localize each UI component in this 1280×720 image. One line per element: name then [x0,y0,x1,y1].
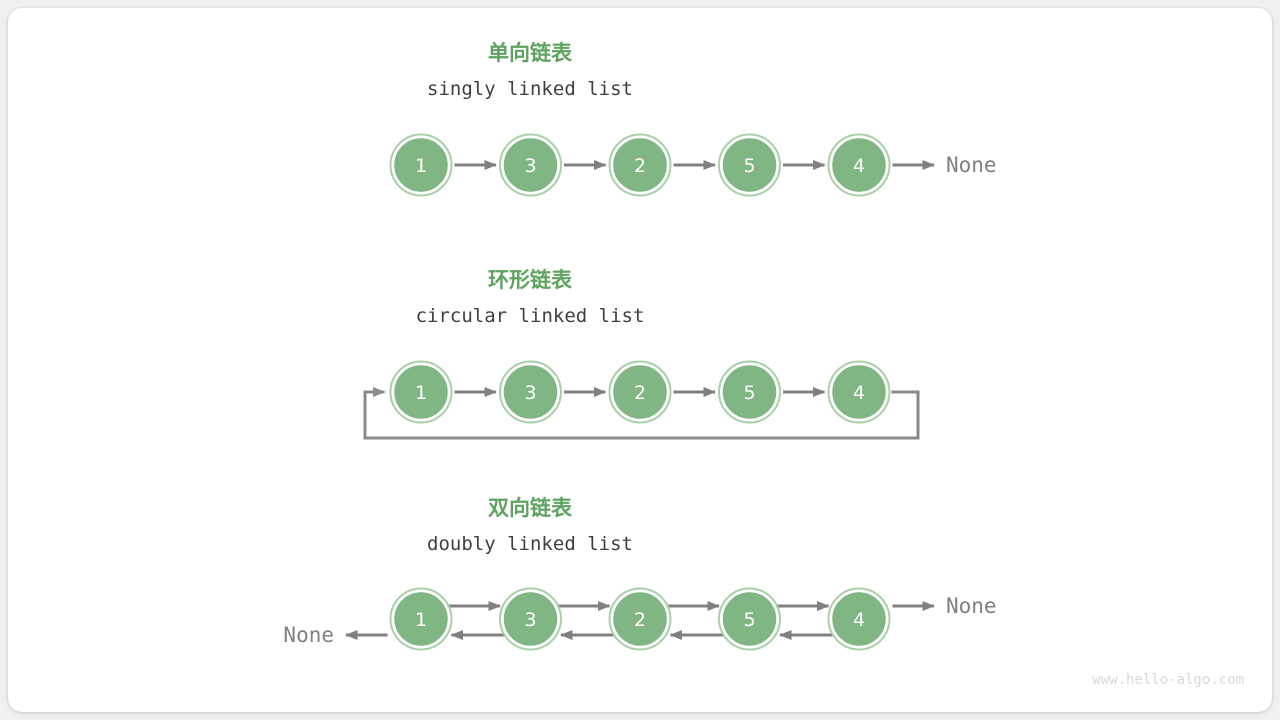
node-circle [391,135,451,195]
node-ring [827,133,891,197]
node-value-label: 4 [853,382,865,404]
node-value-label: 5 [743,155,755,177]
list-node[interactable]: 4 [827,587,891,651]
list-node[interactable]: 1 [389,133,453,197]
node-value-label: 3 [524,382,536,404]
node-circle [720,135,779,195]
node-circle [829,135,889,195]
node-ring [608,587,672,651]
node-ring [718,587,781,651]
list-node[interactable]: 2 [608,133,672,197]
node-ring [827,360,891,424]
list-node[interactable]: 1 [389,587,453,651]
node-ring [608,360,672,424]
watermark-label: www.hello-algo.com [1092,672,1244,688]
node-value-label: 2 [634,382,646,404]
node-value-label: 1 [415,382,427,404]
section-title-en: doubly linked list [427,533,633,555]
node-circle [501,589,560,649]
node-circle [610,135,670,195]
node-ring [389,133,453,197]
node-circle [391,589,451,649]
node-ring [827,587,891,651]
list-node[interactable]: 3 [499,133,562,197]
list-node[interactable]: 4 [827,133,891,197]
list-node[interactable]: 3 [499,587,562,651]
node-value-label: 5 [743,382,755,404]
list-node[interactable]: 1 [389,360,453,424]
node-value-label: 5 [743,609,755,631]
node-ring [389,587,453,651]
node-circle [501,362,560,422]
section-title-en: circular linked list [416,305,645,327]
loop-back-arrow [363,386,920,440]
node-value-label: 4 [853,155,865,177]
section-title-cn: 双向链表 [488,496,573,520]
tail-none-label: None [946,594,997,618]
node-value-label: 2 [634,609,646,631]
list-node[interactable]: 3 [499,360,562,424]
node-value-label: 2 [634,155,646,177]
node-circle [610,362,670,422]
node-value-label: 3 [524,609,536,631]
node-value-label: 3 [524,155,536,177]
list-node[interactable]: 5 [718,133,781,197]
node-ring [718,360,781,424]
node-ring [499,587,562,651]
tail-none-label: None [946,153,997,177]
node-ring [499,360,562,424]
node-circle [501,135,560,195]
node-ring [608,133,672,197]
node-circle [829,362,889,422]
node-circle [391,362,451,422]
node-value-label: 4 [853,609,865,631]
node-circle [720,362,779,422]
node-ring [389,360,453,424]
section-title-cn: 环形链表 [488,268,573,292]
node-circle [829,589,889,649]
node-circle [610,589,670,649]
node-circle [720,589,779,649]
connectors [363,386,920,440]
head-none-label: None [283,623,334,647]
list-node[interactable]: 4 [827,360,891,424]
list-node[interactable]: 5 [718,587,781,651]
section-title-cn: 单向链表 [488,41,573,65]
list-node[interactable]: 2 [608,360,672,424]
node-value-label: 1 [415,155,427,177]
section-circular: 环形链表 circular linked list 1 3 2 5 4 [363,268,920,440]
node-ring [499,133,562,197]
section-title-en: singly linked list [427,78,633,100]
node-ring [718,133,781,197]
connectors [344,600,936,641]
list-node[interactable]: 2 [608,587,672,651]
node-value-label: 1 [415,609,427,631]
list-node[interactable]: 5 [718,360,781,424]
